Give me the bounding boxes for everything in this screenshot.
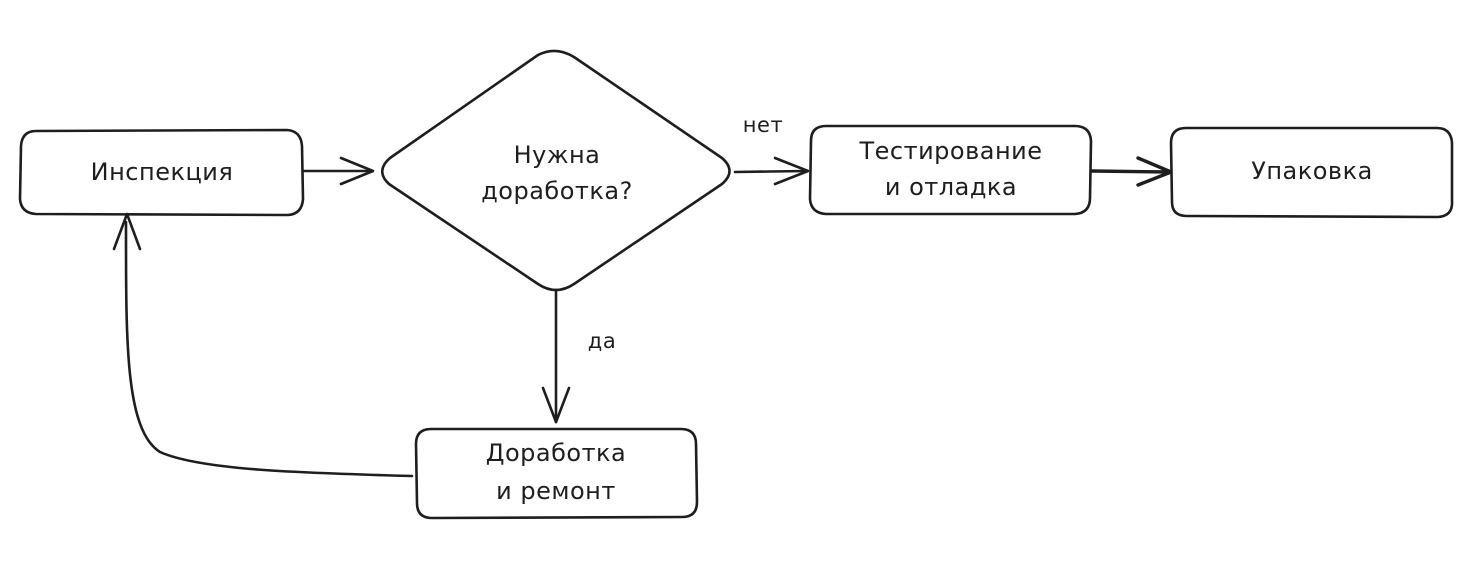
arrow-inspection-to-decision [302,156,375,186]
node-inspection[interactable]: Инспекция [18,128,305,217]
arrow-decision-to-testing [733,156,810,186]
arrowhead [339,156,375,186]
arrowhead [541,386,571,424]
arrowhead [773,156,810,186]
edge-label-yes: да [588,329,616,353]
node-testing-label-line2: и отладка [885,173,1017,201]
node-inspection-box [18,128,305,217]
node-decision[interactable]: Нужна доработка? [380,49,731,292]
arrowhead [112,212,142,251]
arrow-rework-to-inspection [112,212,414,478]
node-testing-label-line1: Тестирование [858,137,1042,165]
node-testing[interactable]: Тестирование и отладка [808,124,1093,216]
node-testing-box [808,124,1093,216]
arrow-testing-to-packaging [1090,156,1173,187]
node-rework-label-line1: Доработка [486,439,627,467]
node-rework-box [414,427,699,520]
node-inspection-label: Инспекция [91,158,234,186]
node-decision-diamond [380,49,731,292]
arrowhead [1136,156,1173,187]
node-decision-label-line2: доработка? [481,177,633,205]
node-packaging-label: Упаковка [1251,157,1373,185]
node-rework[interactable]: Доработка и ремонт [414,427,699,520]
edge-label-no: нет [743,113,783,137]
node-rework-label-line2: и ремонт [496,477,616,505]
node-packaging[interactable]: Упаковка [1169,126,1454,219]
node-packaging-box [1169,126,1454,219]
node-decision-label-line1: Нужна [514,141,601,169]
arrow-decision-to-rework [541,288,571,424]
